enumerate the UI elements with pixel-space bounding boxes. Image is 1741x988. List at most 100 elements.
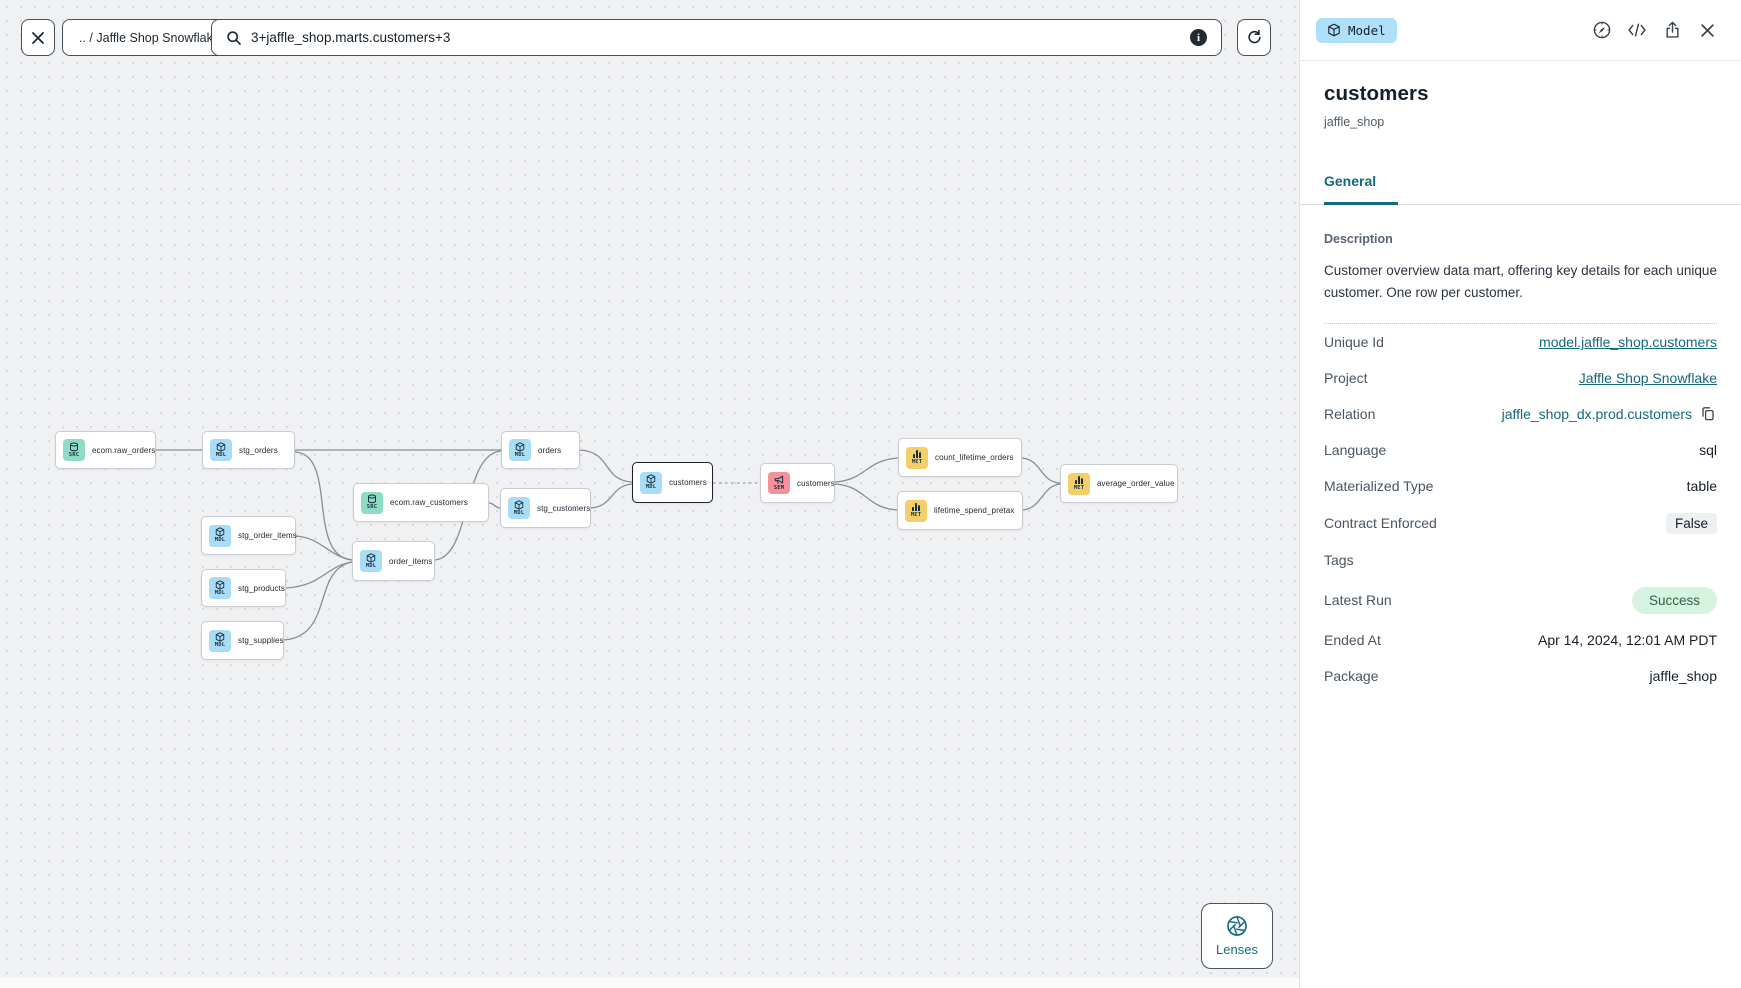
field-value-wrap: table xyxy=(1687,478,1717,494)
info-icon[interactable]: i xyxy=(1190,29,1207,46)
field-value-wrap: Jaffle Shop Snowflake xyxy=(1579,370,1717,386)
cube-icon xyxy=(514,500,524,510)
node-type-tag: SRC xyxy=(68,451,80,458)
node-type-tag: MDL xyxy=(215,451,227,458)
close-icon[interactable] xyxy=(1697,20,1717,40)
cube-icon xyxy=(216,442,226,452)
field-value-wrap: Success xyxy=(1631,586,1717,614)
code-icon[interactable] xyxy=(1627,20,1647,40)
cube-badge: MDL xyxy=(508,497,530,519)
graph-edge-ecom-raw-customers-to-stg-customers xyxy=(488,502,501,509)
graph-edge-lifetime-spend-pretax-to-average-order-value xyxy=(1022,483,1061,511)
node-type-tag: MDL xyxy=(513,509,525,516)
node-type-tag: SEM xyxy=(773,484,785,491)
cube-badge: MDL xyxy=(360,550,382,572)
node-label: customers xyxy=(797,478,835,488)
graph-edge-orders-to-customers xyxy=(579,449,633,483)
compass-icon[interactable] xyxy=(1592,20,1612,40)
close-lineage-button[interactable] xyxy=(21,19,55,56)
field-value-wrap: model.jaffle_shop.customers xyxy=(1539,334,1717,350)
node-type-tag: MDL xyxy=(645,484,657,491)
node-label: customers xyxy=(669,478,707,487)
resource-type-label: Model xyxy=(1348,22,1386,38)
cube-icon xyxy=(215,632,225,642)
detail-row-package: Package jaffle_shop xyxy=(1324,658,1717,694)
cube-icon xyxy=(215,580,225,590)
graph-node-stg-supplies[interactable]: MDL stg_supplies xyxy=(201,621,284,660)
node-label: stg_supplies xyxy=(238,636,284,645)
node-label: stg_customers xyxy=(537,503,591,513)
graph-edge-customers-sem-to-count-lifetime-orders xyxy=(834,457,899,483)
resource-type-badge: Model xyxy=(1316,17,1397,43)
bar-chart-badge: MET xyxy=(1068,472,1090,495)
field-value-wrap: False xyxy=(1665,512,1717,534)
graph-edge-stg-orders-to-order-items xyxy=(294,451,353,561)
graph-node-customers-sem[interactable]: SEM customers xyxy=(760,463,835,503)
graph-edge-customers-sem-to-lifetime-spend-pretax xyxy=(834,483,898,511)
megaphone-badge: SEM xyxy=(768,472,790,494)
graph-edge-stg-products-to-order-items xyxy=(285,561,353,589)
bar-chart-icon xyxy=(1074,475,1084,485)
panel-header: Model xyxy=(1300,0,1741,61)
node-type-tag: MDL xyxy=(514,451,526,458)
cube-icon xyxy=(515,442,525,452)
unique-id-link[interactable]: model.jaffle_shop.customers xyxy=(1539,334,1717,350)
database-badge: SRC xyxy=(361,491,383,514)
field-label: Ended At xyxy=(1324,632,1381,648)
node-type-tag: MET xyxy=(1073,485,1085,492)
cube-icon xyxy=(646,474,656,484)
graph-node-stg-customers[interactable]: MDL stg_customers xyxy=(500,488,591,528)
share-icon[interactable] xyxy=(1662,20,1682,40)
node-type-tag: MET xyxy=(911,459,923,466)
contract-enforced-badge: False xyxy=(1665,512,1717,534)
refresh-icon xyxy=(1246,29,1263,46)
panel-actions xyxy=(1592,20,1717,40)
graph-node-count-lifetime-orders[interactable]: MET count_lifetime_orders xyxy=(898,438,1022,477)
graph-edge-stg-order-items-to-order-items xyxy=(295,535,353,561)
detail-row-tags: Tags xyxy=(1324,542,1717,578)
ended-at-value: Apr 14, 2024, 12:01 AM PDT xyxy=(1538,632,1717,648)
node-type-tag: MDL xyxy=(214,537,226,544)
bar-chart-icon xyxy=(912,449,922,459)
divider xyxy=(1324,323,1717,324)
cube-badge: MDL xyxy=(209,629,231,652)
cube-badge: MDL xyxy=(210,439,232,461)
search-input[interactable] xyxy=(251,30,1181,45)
field-label: Unique Id xyxy=(1324,334,1384,350)
bar-chart-icon xyxy=(911,502,921,512)
field-value-wrap: sql xyxy=(1699,442,1717,458)
cube-icon xyxy=(215,527,225,537)
graph-edge-count-lifetime-orders-to-average-order-value xyxy=(1021,457,1061,484)
graph-node-customers[interactable]: MDL customers xyxy=(632,462,713,503)
node-label: stg_products xyxy=(238,583,286,593)
field-label: Package xyxy=(1324,668,1379,684)
node-type-tag: SRC xyxy=(366,504,378,511)
package-value: jaffle_shop xyxy=(1649,668,1717,684)
node-type-tag: MDL xyxy=(214,642,226,649)
search-bar[interactable]: i xyxy=(211,19,1222,56)
node-label: count_lifetime_orders xyxy=(935,453,1014,462)
copy-icon[interactable] xyxy=(1700,406,1717,423)
refresh-button[interactable] xyxy=(1237,19,1271,56)
tab-general[interactable]: General xyxy=(1324,173,1399,205)
status-badge: Success xyxy=(1631,586,1717,614)
breadcrumb[interactable]: .. / Jaffle Shop Snowflake xyxy=(62,19,237,56)
node-label: lifetime_spend_pretax xyxy=(934,506,1015,515)
cube-badge: MDL xyxy=(640,471,662,494)
lenses-button[interactable]: Lenses xyxy=(1201,903,1273,969)
project-link[interactable]: Jaffle Shop Snowflake xyxy=(1578,370,1717,386)
